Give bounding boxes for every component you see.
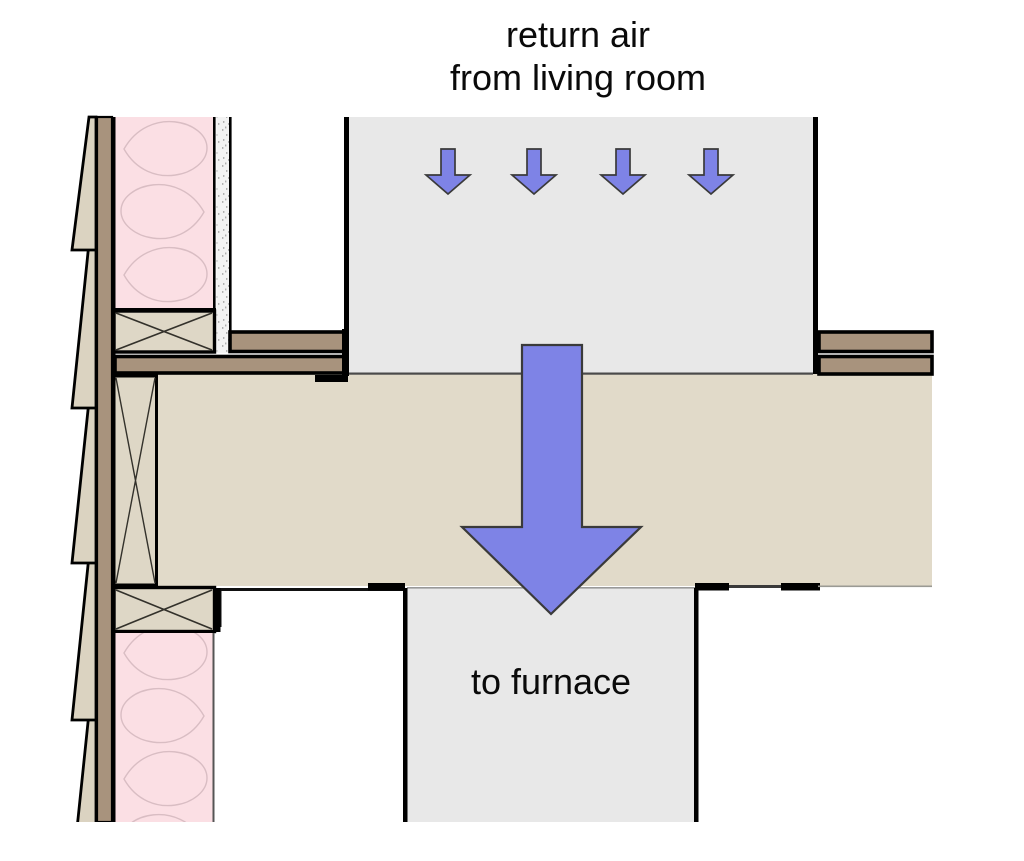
furnace-duct: [403, 587, 699, 822]
return-duct-left-wall-line: [344, 117, 349, 374]
insulation-inner-edge-line: [213, 117, 216, 310]
wall-insulation-basement: [115, 633, 215, 822]
finish-floor-band-right: [817, 330, 934, 354]
clapboard-siding: [70, 115, 98, 822]
return-air-label-line1: return air: [506, 14, 650, 55]
basement-top-plate-block: [112, 585, 221, 634]
return-air-label-line2: from living room: [450, 57, 706, 98]
duct-corner-bar-right: [695, 583, 729, 591]
siding-board: [70, 231, 98, 410]
finish-floor-band-left: [228, 330, 348, 354]
subfloor-band-left: [113, 354, 347, 375]
lumber-x-mark: [115, 377, 156, 584]
siding-board: [76, 701, 98, 822]
wall-insulation-upper: [113, 117, 216, 312]
down-arrow-icon: [423, 148, 473, 196]
siding-board: [70, 115, 98, 252]
subfloor-band-right: [817, 354, 934, 376]
plate-end-cap: [215, 588, 221, 632]
drywall-inner-face-line: [229, 117, 232, 353]
insulation-batt-symbol: [115, 633, 213, 822]
wall-sheathing: [95, 115, 114, 822]
return-air-duct: [344, 117, 818, 587]
duct-line-foot-bar: [781, 583, 820, 591]
furnace-duct-cavity: [407, 588, 695, 822]
down-arrow-icon: [686, 148, 736, 196]
rim-joist-block: [112, 374, 158, 587]
drywall-speckle: [216, 117, 230, 353]
lumber-x-mark: [115, 589, 213, 630]
interior-drywall: [216, 117, 232, 353]
return-duct-right-wall-line: [813, 117, 818, 587]
floor-deck-right: [817, 330, 934, 376]
siding-board: [70, 544, 98, 722]
duct-corner-bar-left: [368, 583, 405, 591]
down-arrow-icon: [509, 148, 559, 196]
furnace-duct-right-wall-line: [694, 588, 699, 822]
insulation-inner-edge-line: [212, 633, 215, 822]
airflow-arrows-small: [423, 148, 736, 196]
to-furnace-label: to furnace: [471, 661, 631, 702]
cavity-bottom-line-mid: [729, 585, 783, 588]
lumber-x-mark: [115, 312, 213, 351]
cavity-bottom-line-right: [818, 585, 932, 588]
exterior-wall-section: [70, 115, 349, 822]
floor-deck-left: [113, 330, 348, 375]
furnace-duct-left-wall-line: [403, 588, 408, 822]
return-duct-cavity: [348, 117, 813, 374]
large-down-arrow-icon: [459, 343, 644, 616]
siding-board: [70, 389, 98, 565]
floor-band-step-bar: [315, 375, 348, 382]
insulation-batt-symbol: [115, 117, 214, 309]
basement-ceiling-line: [218, 588, 403, 627]
down-arrow-icon: [598, 148, 648, 196]
wall-bottom-plate-block: [112, 309, 217, 354]
labels: return air from living room to furnace: [450, 14, 706, 702]
floor-band-end-cap: [342, 329, 349, 376]
